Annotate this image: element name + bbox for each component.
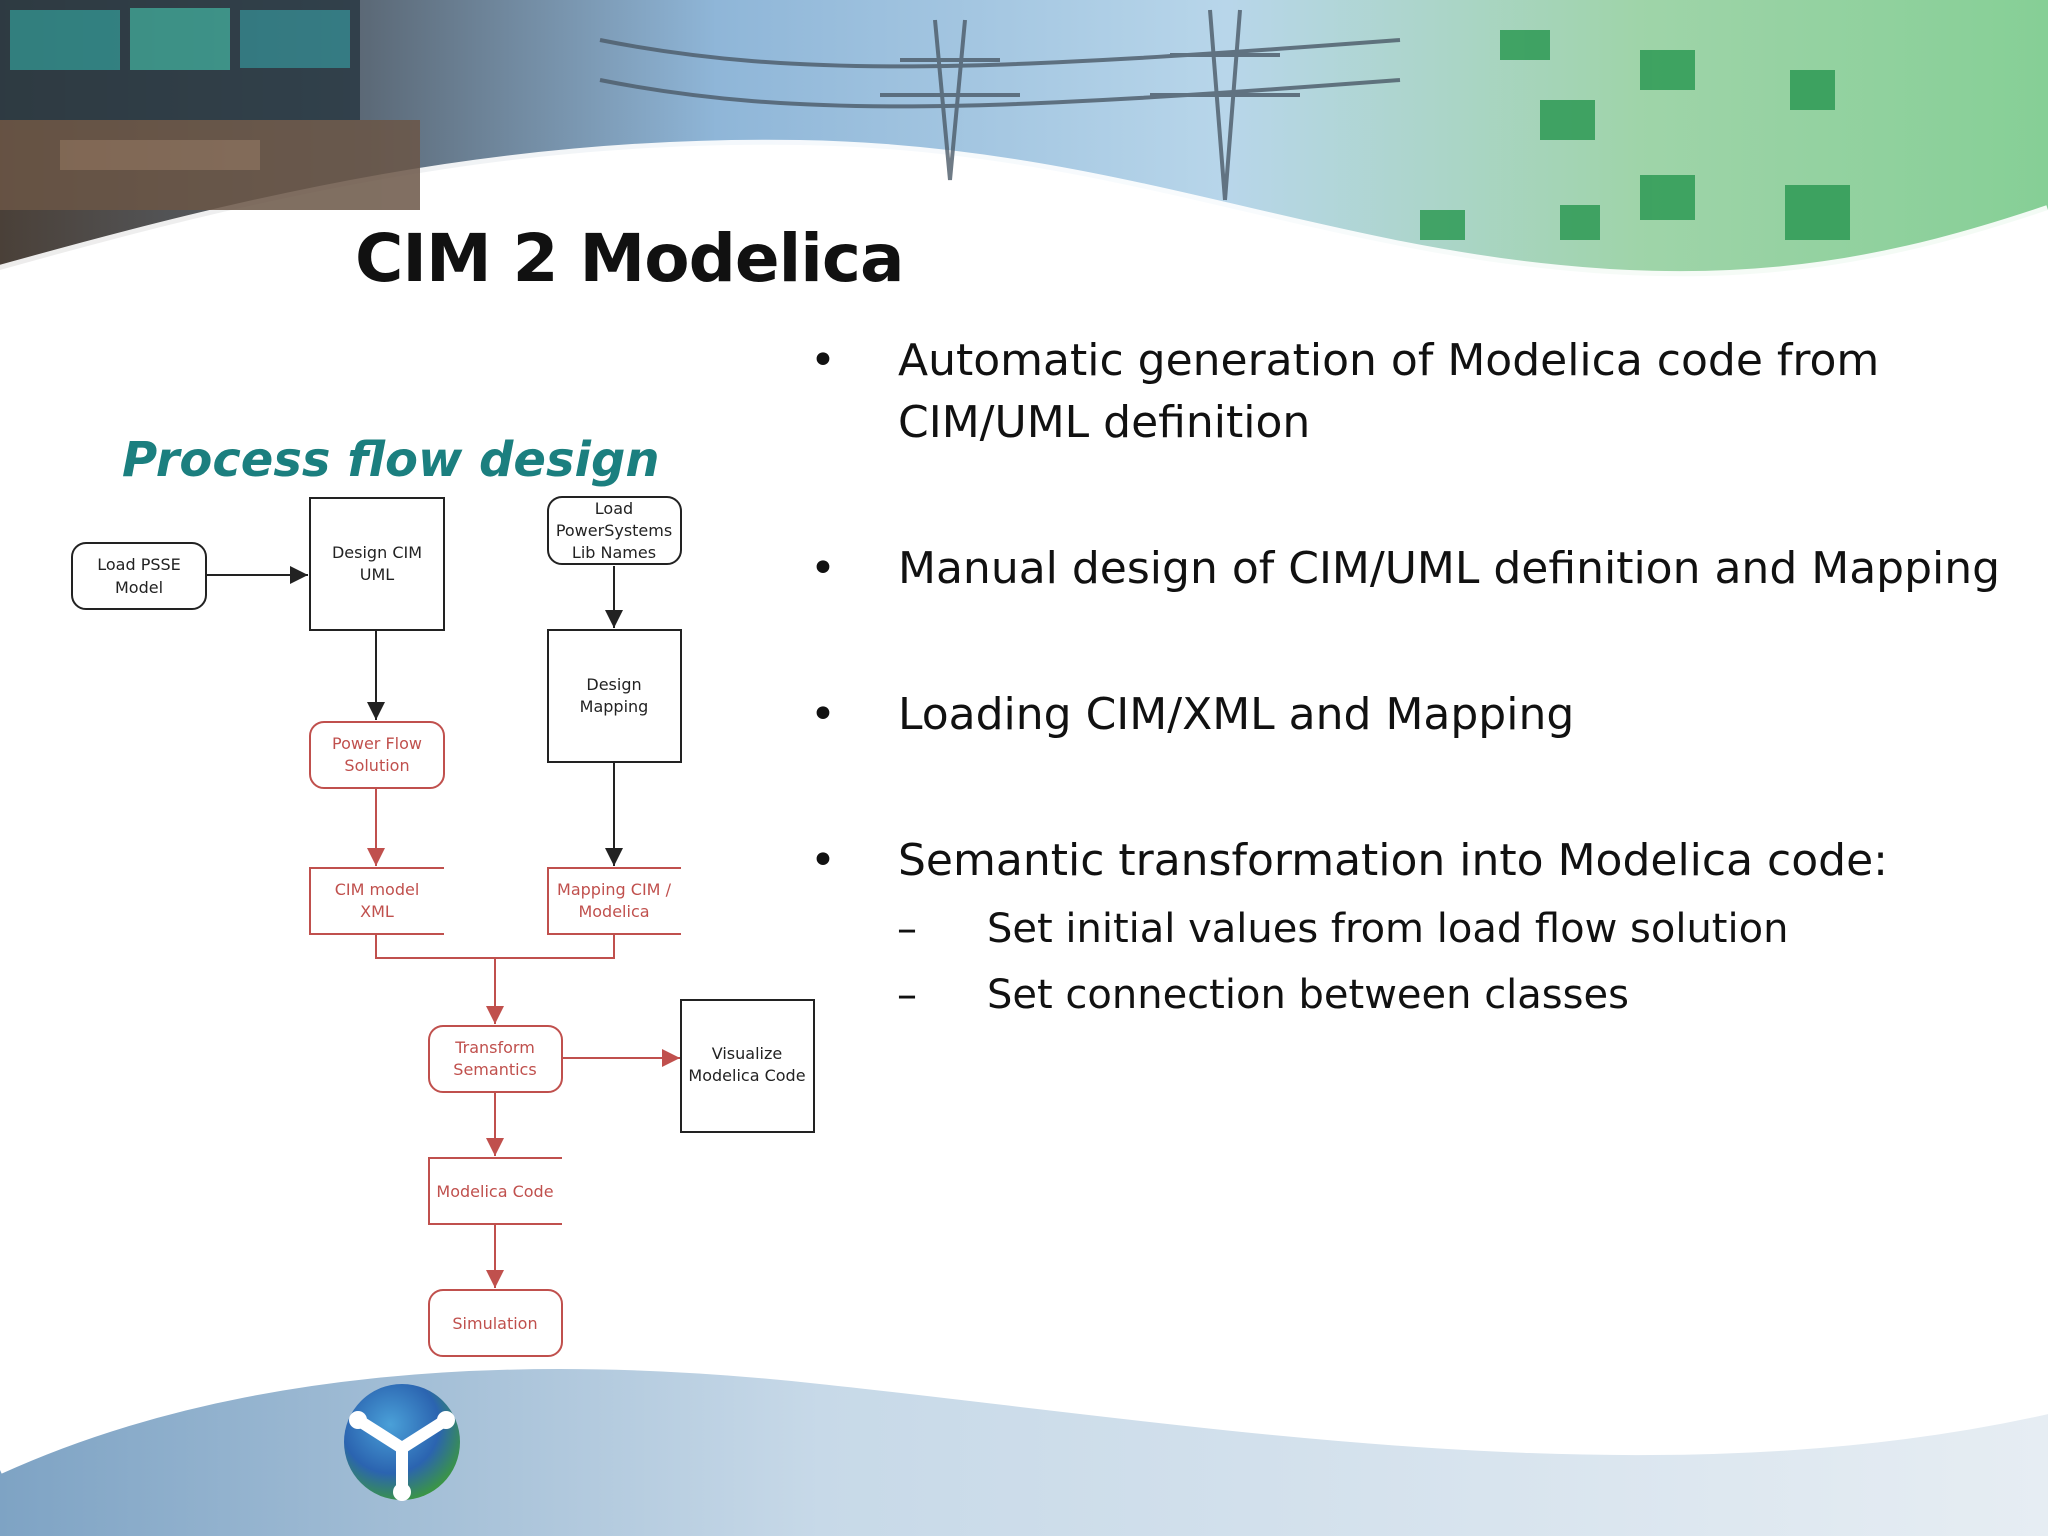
sub-bullet-text: Set connection between classes	[987, 972, 1629, 1018]
svg-text:XML: XML	[360, 902, 394, 921]
flow-connectors	[206, 566, 680, 1288]
svg-text:Simulation: Simulation	[452, 1314, 537, 1333]
network-graphic	[1420, 30, 1850, 240]
bullet-item: • Loading CIM/XML and Mapping	[810, 684, 2020, 746]
node-visualize-modelica-code: Visualize Modelica Code	[680, 999, 815, 1133]
svg-text:Visualize: Visualize	[712, 1044, 782, 1063]
node-cim-model-xml: CIM model XML	[309, 867, 444, 935]
svg-text:Model: Model	[115, 578, 163, 597]
svg-text:Solution: Solution	[344, 756, 409, 775]
node-power-flow-solution: Power Flow Solution	[309, 721, 445, 789]
bullet-text: Loading CIM/XML and Mapping	[898, 689, 1575, 740]
svg-text:Design CIM: Design CIM	[332, 543, 422, 562]
diagram-subtitle: Process flow design	[122, 432, 660, 488]
sub-bullet-item: – Set initial values from load flow solu…	[897, 896, 2020, 962]
svg-text:Mapping CIM /: Mapping CIM /	[557, 880, 672, 899]
bullet-marker: •	[810, 689, 836, 740]
node-simulation: Simulation	[428, 1289, 563, 1357]
node-load-powersystems-lib: Load PowerSystems Lib Names	[547, 496, 682, 565]
slide-title: CIM 2 Modelica	[355, 220, 904, 297]
bullet-text: Automatic generation of Modelica code fr…	[898, 335, 1880, 448]
sub-bullet-marker: –	[897, 906, 917, 952]
svg-text:CIM model: CIM model	[335, 880, 420, 899]
footer-wave-edge	[0, 1361, 2048, 1474]
svg-text:Power Flow: Power Flow	[332, 734, 422, 753]
bullet-marker: •	[810, 543, 836, 594]
bullet-item: • Manual design of CIM/UML definition an…	[810, 538, 2020, 600]
svg-text:Lib Names: Lib Names	[572, 543, 656, 562]
sub-bullet-item: – Set connection between classes	[897, 962, 2020, 1028]
merge-line	[375, 934, 615, 959]
svg-text:Load: Load	[595, 499, 633, 518]
svg-text:Mapping: Mapping	[580, 697, 649, 716]
header-banner	[0, 0, 2048, 277]
bullet-marker: •	[810, 335, 836, 386]
bullet-list: • Automatic generation of Modelica code …	[810, 330, 2020, 1028]
svg-text:UML: UML	[360, 565, 395, 584]
svg-text:Design: Design	[586, 675, 641, 694]
bullet-marker: •	[810, 835, 836, 886]
svg-text:Modelica: Modelica	[578, 902, 649, 921]
sub-bullet-text: Set initial values from load flow soluti…	[987, 906, 1789, 952]
node-mapping-cim-modelica: Mapping CIM / Modelica	[547, 867, 681, 935]
svg-text:PowerSystems: PowerSystems	[556, 521, 672, 540]
svg-text:Load PSSE: Load PSSE	[97, 555, 181, 574]
svg-text:Modelica Code: Modelica Code	[688, 1066, 805, 1085]
logo-icon	[344, 1384, 460, 1501]
node-transform-semantics: Transform Semantics	[428, 1025, 563, 1093]
node-modelica-code: Modelica Code	[428, 1157, 562, 1225]
node-design-cim-uml: Design CIM UML	[309, 497, 445, 631]
bullet-text: Manual design of CIM/UML definition and …	[898, 543, 2001, 594]
node-load-psse: Load PSSE Model	[71, 542, 207, 610]
svg-text:Semantics: Semantics	[453, 1060, 536, 1079]
power-tower-graphics	[599, 9, 1401, 201]
svg-text:Modelica Code: Modelica Code	[436, 1182, 553, 1201]
bullet-item: • Automatic generation of Modelica code …	[810, 330, 2020, 454]
sub-bullet-marker: –	[897, 972, 917, 1018]
bullet-text: Semantic transformation into Modelica co…	[898, 835, 1888, 886]
node-design-mapping: Design Mapping	[547, 629, 682, 763]
footer-wave	[0, 1365, 2048, 1536]
bullet-item: • Semantic transformation into Modelica …	[810, 830, 2020, 1028]
sub-bullet-list: – Set initial values from load flow solu…	[897, 896, 2020, 1028]
control-room-image	[0, 0, 420, 210]
svg-text:Transform: Transform	[454, 1038, 535, 1057]
